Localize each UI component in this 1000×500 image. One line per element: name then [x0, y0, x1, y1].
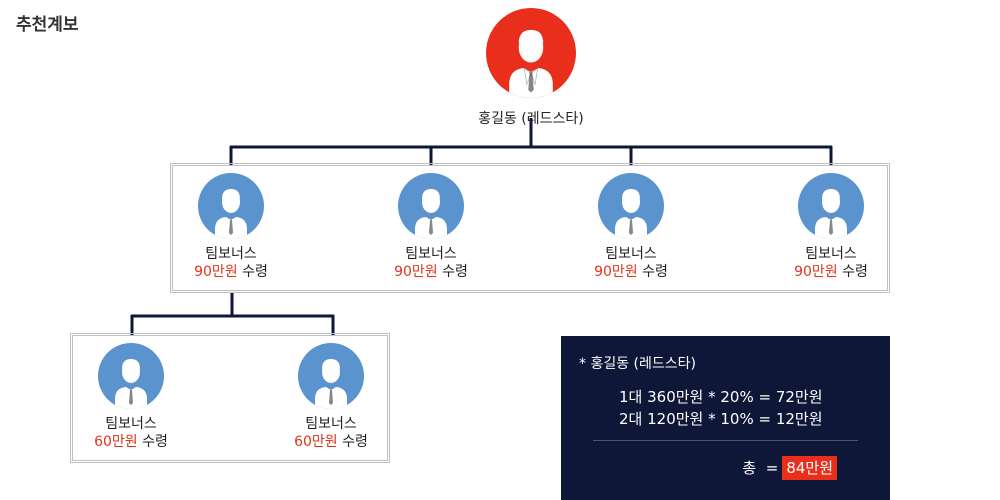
member-label: 팀보너스	[305, 416, 357, 432]
member-label: 팀보너스	[105, 416, 157, 432]
bonus-suffix: 수령	[642, 264, 668, 280]
summary-divider	[593, 440, 858, 441]
level2-group-frame	[70, 333, 390, 463]
bonus-suffix: 수령	[242, 264, 268, 280]
bonus-amount: 90만원	[194, 264, 238, 280]
level1-node-1: 팀보너스 90만원 수령	[151, 173, 311, 282]
member-bonus: 90만원 수령	[151, 263, 311, 282]
summary-line-1: 1대 360만원 * 20% = 72만원	[619, 388, 823, 406]
member-bonus: 60만원 수령	[51, 433, 211, 452]
bonus-summary-panel: * 홍길동 (레드스타) 1대 360만원 * 20% = 72만원 2대 12…	[561, 336, 890, 500]
person-suit-icon	[815, 189, 847, 239]
member-bonus: 60만원 수령	[251, 433, 411, 452]
level1-node-3: 팀보너스 90만원 수령	[551, 173, 711, 282]
bonus-suffix: 수령	[142, 434, 168, 450]
member-bonus: 90만원 수령	[551, 263, 711, 282]
root-label: 홍길동 (레드스타)	[478, 111, 584, 127]
bonus-amount: 90만원	[394, 264, 438, 280]
level1-node-2: 팀보너스 90만원 수령	[351, 173, 511, 282]
summary-heading: * 홍길동 (레드스타)	[579, 356, 696, 372]
bonus-amount: 60만원	[94, 434, 138, 450]
member-label: 팀보너스	[605, 246, 657, 262]
root-node: 홍길동 (레드스타)	[451, 8, 611, 128]
summary-line-2: 2대 120만원 * 10% = 12만원	[619, 410, 823, 428]
member-label: 팀보너스	[205, 246, 257, 262]
person-suit-icon	[215, 189, 247, 239]
person-suit-icon	[509, 29, 553, 98]
person-suit-icon	[315, 359, 347, 409]
member-bonus: 90만원 수령	[751, 263, 911, 282]
bonus-amount: 90만원	[594, 264, 638, 280]
member-label: 팀보너스	[405, 246, 457, 262]
member-avatar	[198, 173, 264, 239]
bonus-suffix: 수령	[342, 434, 368, 450]
bonus-amount: 90만원	[794, 264, 838, 280]
summary-total-row: 총 =84만원	[561, 456, 837, 480]
root-avatar	[486, 8, 576, 98]
member-label: 팀보너스	[805, 246, 857, 262]
level1-node-4: 팀보너스 90만원 수령	[751, 173, 911, 282]
page-title: 추천계보	[16, 15, 79, 35]
person-suit-icon	[615, 189, 647, 239]
total-value: 84만원	[782, 456, 837, 480]
member-avatar	[798, 173, 864, 239]
level2-node-1: 팀보너스 60만원 수령	[51, 343, 211, 452]
level2-node-2: 팀보너스 60만원 수령	[251, 343, 411, 452]
bonus-suffix: 수령	[842, 264, 868, 280]
member-avatar	[98, 343, 164, 409]
person-suit-icon	[115, 359, 147, 409]
person-suit-icon	[415, 189, 447, 239]
level1-group-frame	[170, 163, 890, 293]
member-avatar	[598, 173, 664, 239]
member-avatar	[398, 173, 464, 239]
bonus-amount: 60만원	[294, 434, 338, 450]
member-bonus: 90만원 수령	[351, 263, 511, 282]
total-label: 총 =	[742, 459, 779, 477]
member-avatar	[298, 343, 364, 409]
bonus-suffix: 수령	[442, 264, 468, 280]
